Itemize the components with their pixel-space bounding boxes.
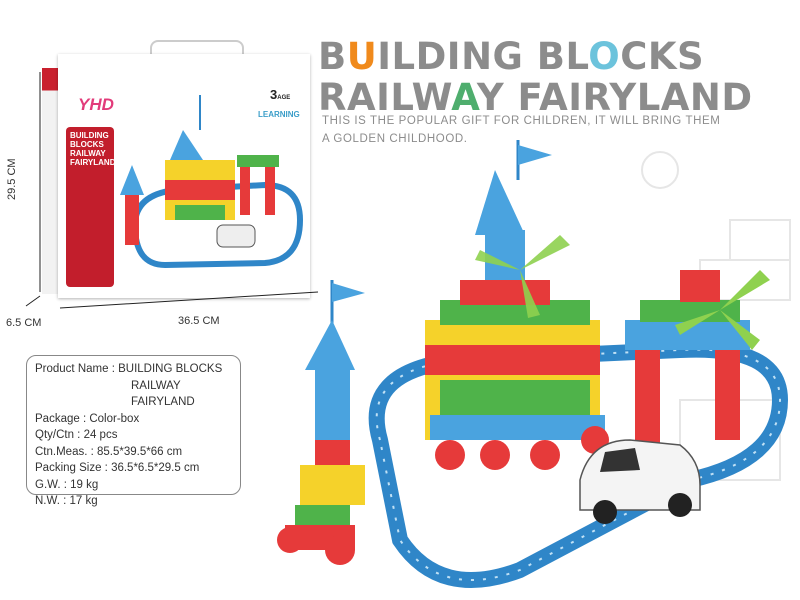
spec-product-name-cont: RAILWAY FAIRYLAND [131,379,195,409]
t-accent: O [588,35,621,78]
spec-qty: Qty/Ctn : 24 pcs [35,429,118,441]
width-dimension: 36.5 CM [178,315,220,327]
headline-line-1: BUILDING BLOCKS [318,36,753,77]
spec-product-name: Product Name : BUILDING BLOCKS [35,363,223,375]
height-dimension: 29.5 CM [6,158,18,200]
t: B [318,35,347,78]
t: RAILW [318,76,452,119]
toy-car [579,439,701,524]
t-accent: U [346,35,378,78]
box-handle [150,40,244,58]
castle [425,140,609,470]
box-side [42,68,58,294]
spec-package: Package : Color-box [35,412,140,425]
age-badge: 3AGE [270,87,290,102]
track [368,341,789,588]
subtitle: THIS IS THE POPULAR GIFT FOR CHILDREN, I… [322,112,722,148]
dimension-lines [25,72,319,309]
subtitle-line: THIS IS THE POPULAR GIFT FOR CHILDREN, I… [322,115,721,127]
left-tower [277,280,365,565]
depth-dimension: 6.5 CM [6,317,42,329]
t: Y FAIRYLAND [476,76,753,119]
box-title-line: BLOCKS [70,140,104,149]
box-title-line: FAIRYLAND [70,158,116,167]
toy-set-photo [277,140,791,588]
box-title-line: RAILWAY [70,149,106,158]
subtitle-line: A GOLDEN CHILDHOOD. [322,133,468,145]
learning-label: LEARNING [258,110,300,119]
box-title-line: BUILDING [70,131,109,140]
brand-logo: YHD [78,95,114,114]
box-toy-illustration [120,95,304,269]
spec-net-weight: N.W. : 17 kg [35,495,98,507]
age-number: 3 [270,87,278,102]
headline-line-2: RAILWAY FAIRYLAND [318,77,753,118]
product-spec-box: Product Name : BUILDING BLOCKS RAILWAY F… [26,355,241,507]
age-label: AGE [277,95,291,101]
t: CKS [620,35,705,78]
spec-packing-size: Packing Size : 36.5*6.5*29.5 cm [35,462,200,474]
spec-gross-weight: G.W. : 19 kg [35,478,99,491]
spec-carton-measure: Ctn.Meas. : 85.5*39.5*66 cm [35,445,183,458]
t: ILDING BL [377,35,589,78]
t-accent: A [451,76,477,119]
right-arch [625,270,770,460]
headline: BUILDING BLOCKS RAILWAY FAIRYLAND [318,36,753,118]
box-title-panel: BUILDING BLOCKS RAILWAY FAIRYLAND [66,127,116,287]
